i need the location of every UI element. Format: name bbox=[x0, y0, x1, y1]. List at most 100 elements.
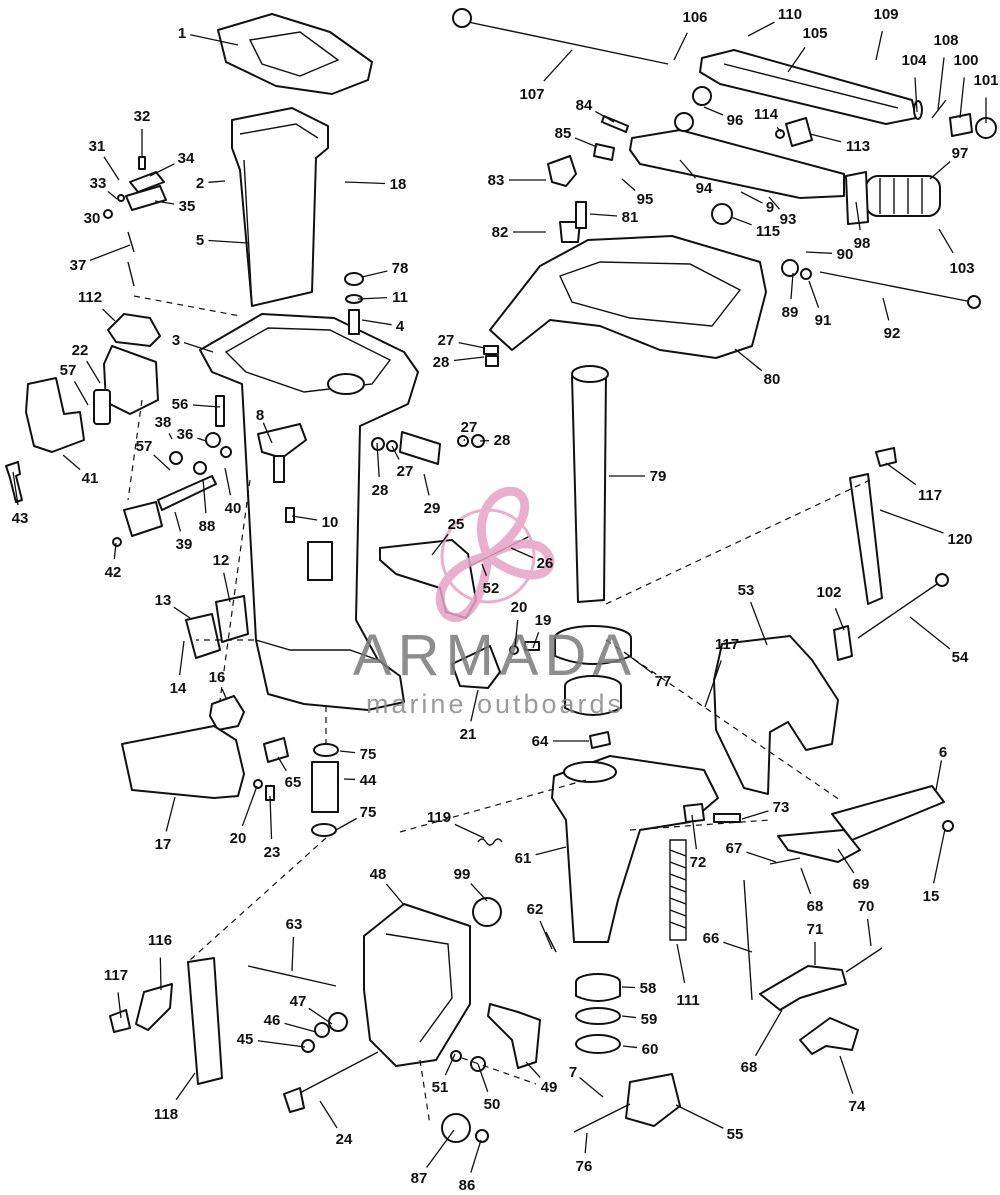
leader-line bbox=[676, 943, 686, 983]
leader-line bbox=[277, 756, 287, 772]
alignment-lines bbox=[127, 295, 871, 1126]
leader-line bbox=[62, 454, 81, 471]
callout-label: 89 bbox=[782, 304, 799, 321]
leader-line bbox=[190, 34, 239, 46]
leader-line bbox=[73, 380, 89, 406]
callout-label: 46 bbox=[264, 1012, 281, 1029]
leader-line bbox=[117, 992, 122, 1019]
callout-label: 23 bbox=[264, 844, 281, 861]
leader-line bbox=[103, 156, 120, 181]
callout-label: 68 bbox=[807, 898, 824, 915]
callout-label: 19 bbox=[535, 612, 552, 629]
leader-line bbox=[159, 957, 162, 991]
callout-label: 13 bbox=[155, 592, 172, 609]
callout-label: 114 bbox=[754, 106, 779, 123]
callout-label: 111 bbox=[676, 992, 699, 1009]
callout-label: 120 bbox=[947, 531, 972, 548]
leader-line bbox=[734, 348, 763, 372]
leader-line bbox=[746, 851, 777, 863]
callout-label: 96 bbox=[727, 112, 744, 129]
part-tiller-housing bbox=[699, 49, 917, 125]
part-gasket bbox=[217, 13, 373, 95]
leader-line bbox=[107, 190, 118, 200]
callout-label: 27 bbox=[397, 463, 414, 480]
leader-line bbox=[929, 161, 951, 180]
callout-label: 51 bbox=[432, 1079, 449, 1096]
leader-line bbox=[514, 619, 519, 648]
callout-label: 30 bbox=[84, 210, 101, 227]
leader-line bbox=[809, 133, 842, 143]
callout-label: 59 bbox=[641, 1011, 658, 1028]
leader-line bbox=[621, 986, 636, 989]
leader-line bbox=[308, 1007, 333, 1025]
leader-line bbox=[269, 795, 273, 840]
leader-line bbox=[153, 454, 171, 471]
leader-line bbox=[86, 360, 101, 384]
leader-line bbox=[444, 1053, 456, 1076]
callout-label: 45 bbox=[237, 1031, 254, 1048]
watermark: ARMADA marine outboards bbox=[353, 486, 637, 719]
callout-label: 86 bbox=[459, 1177, 476, 1194]
callout-label: 67 bbox=[726, 840, 743, 857]
callout-label: 48 bbox=[370, 866, 387, 883]
part-side-cover bbox=[121, 725, 245, 799]
leader-line bbox=[787, 47, 806, 73]
callout-label: 109 bbox=[873, 6, 898, 23]
callout-label: 20 bbox=[511, 599, 528, 616]
callout-label: 117 bbox=[104, 967, 128, 984]
callout-label: 63 bbox=[286, 916, 303, 933]
leader-line bbox=[335, 817, 357, 831]
callout-label: 41 bbox=[82, 470, 99, 487]
callout-label: 70 bbox=[858, 898, 875, 915]
leader-line bbox=[914, 77, 918, 113]
part-tilt-lever bbox=[187, 957, 223, 1085]
leader-line bbox=[168, 433, 173, 440]
callout-label: 90 bbox=[837, 246, 854, 263]
callout-label: 52 bbox=[483, 580, 500, 597]
part-small-bracket-group bbox=[103, 156, 167, 287]
callout-label: 106 bbox=[682, 9, 707, 26]
callout-label: 49 bbox=[541, 1079, 558, 1096]
callout-label: 44 bbox=[360, 772, 377, 789]
callout-label: 7 bbox=[569, 1064, 577, 1081]
leader-line bbox=[935, 760, 943, 791]
leader-line bbox=[385, 883, 405, 906]
callout-label: 83 bbox=[488, 172, 505, 189]
part-swivel-housing bbox=[551, 755, 719, 943]
leader-line bbox=[933, 828, 946, 884]
leader-line bbox=[866, 918, 872, 947]
callout-label: 115 bbox=[756, 223, 780, 240]
callout-label: 2 bbox=[196, 175, 204, 192]
leader-line bbox=[543, 49, 573, 82]
callout-label: 8 bbox=[256, 407, 264, 424]
callout-label: 37 bbox=[70, 257, 87, 274]
part-stern-bracket-starboard bbox=[713, 635, 839, 795]
leader-line bbox=[423, 473, 430, 496]
leader-line bbox=[839, 1055, 854, 1094]
watermark-title: ARMADA bbox=[353, 623, 637, 688]
callout-label: 69 bbox=[853, 876, 870, 893]
callout-label: 1 bbox=[178, 25, 186, 42]
leader-line bbox=[754, 1009, 783, 1057]
callout-label: 105 bbox=[802, 25, 827, 42]
leader-line bbox=[426, 1129, 455, 1168]
callout-label: 87 bbox=[411, 1170, 428, 1187]
callout-label: 10 bbox=[322, 514, 339, 531]
callout-label: 79 bbox=[650, 468, 667, 485]
leader-line bbox=[579, 1076, 604, 1098]
leader-line bbox=[12, 471, 19, 506]
watermark-subtitle: marine outboards bbox=[366, 689, 624, 719]
leader-line bbox=[776, 127, 782, 133]
leader-line bbox=[154, 200, 175, 205]
callout-leaders bbox=[12, 21, 987, 1173]
callout-label: 110 bbox=[778, 6, 802, 23]
callout-label: 108 bbox=[933, 32, 958, 49]
part-steering-tube bbox=[571, 371, 607, 603]
callout-label: 33 bbox=[90, 175, 107, 192]
leader-line bbox=[879, 509, 944, 534]
callout-label: 102 bbox=[816, 584, 841, 601]
callout-label: 81 bbox=[622, 209, 639, 226]
leader-line bbox=[179, 640, 185, 676]
leader-line bbox=[875, 30, 883, 61]
